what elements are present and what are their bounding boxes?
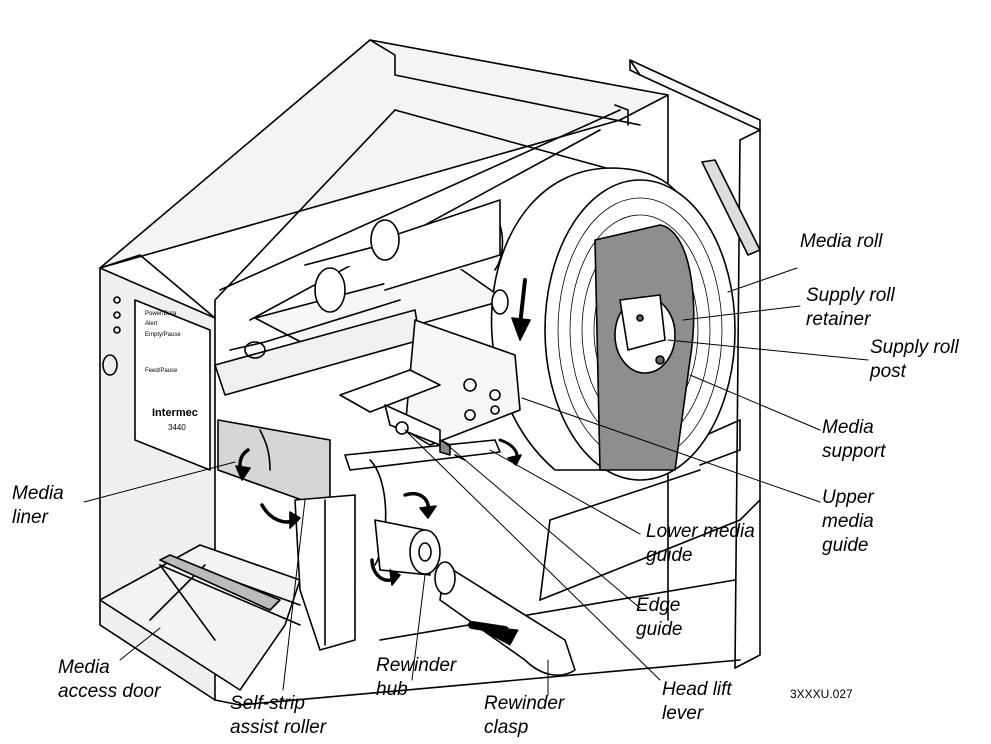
feed-button-icon <box>102 354 118 376</box>
media-roll <box>490 167 736 481</box>
supply-roll-post-icon <box>655 355 665 365</box>
leader-lines <box>83 267 869 696</box>
indicator-alert: Alert <box>145 321 158 327</box>
rewinder-hub-icon <box>409 529 441 575</box>
print-mechanism <box>214 199 521 471</box>
flow-arrows <box>235 278 531 646</box>
empty-led-icon <box>113 326 121 334</box>
brand-logo: Intermec <box>152 407 198 419</box>
printhead-carriage <box>404 319 521 446</box>
front-panel-text: Power/Data Alert Empty/Pause Feed/Pause … <box>145 311 198 432</box>
indicator-power: Power/Data <box>145 311 177 317</box>
media-access-door <box>99 419 387 691</box>
rewinder <box>374 519 576 676</box>
label-media-roll: Media roll <box>800 231 883 252</box>
rewinder-clasp-icon <box>439 564 576 676</box>
power-led-icon <box>113 296 121 304</box>
indicator-empty: Empty/Pause <box>145 332 181 338</box>
model-number: 3440 <box>168 423 186 432</box>
alert-led-icon <box>113 311 121 319</box>
indicator-feed: Feed/Pause <box>145 368 178 374</box>
figure-id: 3XXXU.027 <box>790 687 853 701</box>
front-panel <box>102 296 211 471</box>
lower-media-guide-icon <box>344 439 501 471</box>
